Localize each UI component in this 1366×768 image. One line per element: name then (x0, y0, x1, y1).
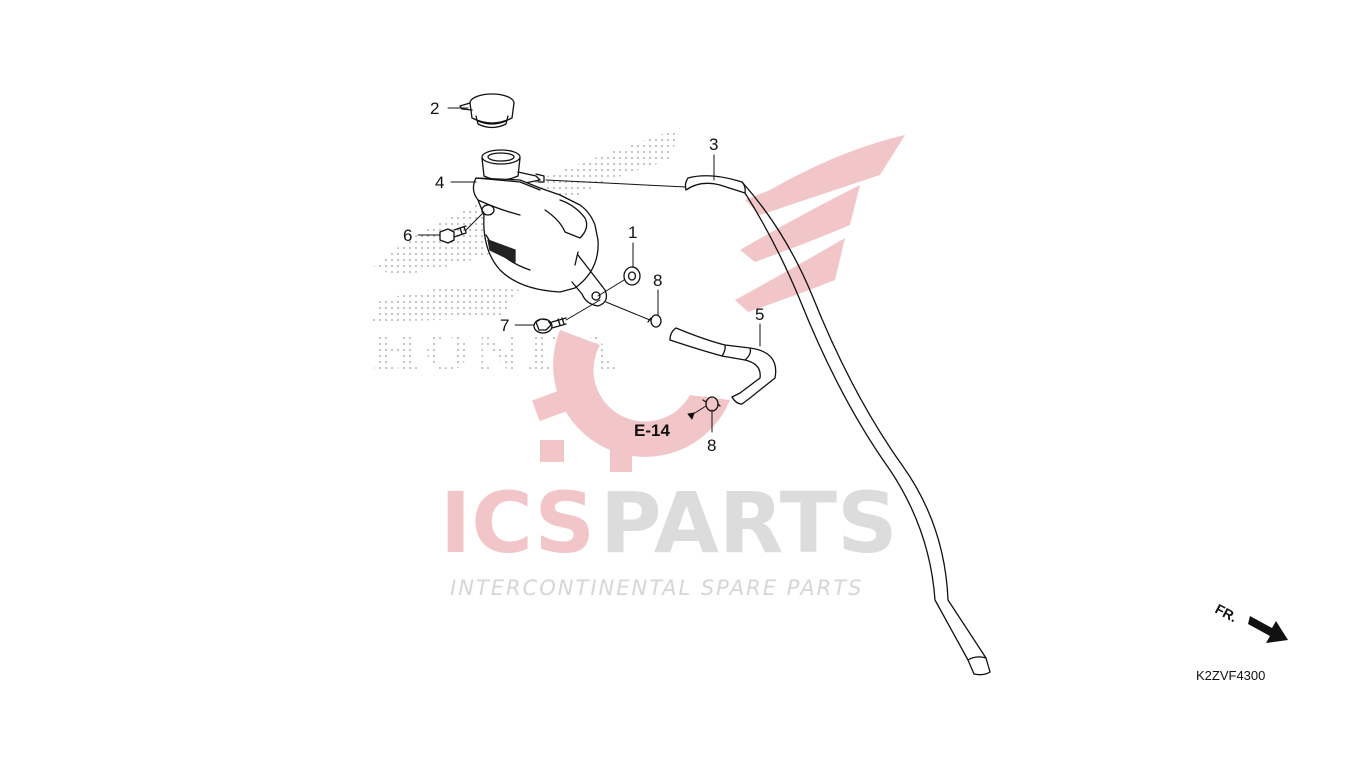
callout-numbers: 2 4 6 7 1 8 3 5 8 (403, 99, 764, 455)
breather-hose (669, 327, 777, 405)
collar-1 (623, 266, 641, 286)
parts-watermark: PARTS (600, 474, 898, 572)
reservoir-tank (472, 149, 608, 307)
callout-6: 6 (403, 226, 412, 245)
callout-8-upper: 8 (653, 271, 662, 290)
callout-1: 1 (628, 223, 637, 242)
leader-lines (417, 107, 761, 433)
callout-7: 7 (500, 316, 509, 335)
overflow-hose (684, 175, 991, 676)
callout-2: 2 (430, 99, 439, 118)
front-arrow-icon (1248, 616, 1288, 643)
bolt-6 (439, 225, 467, 244)
ics-gear-wing-watermark (532, 135, 905, 472)
watermark: HONDA ICS PARTS INTERCONTINENTAL SPARE P… (372, 128, 905, 600)
clip-8-upper (647, 314, 662, 328)
reservoir-cap (459, 93, 515, 129)
callout-8-lower: 8 (707, 436, 716, 455)
tagline-watermark: INTERCONTINENTAL SPARE PARTS (450, 576, 863, 600)
ics-watermark: ICS (440, 474, 595, 572)
front-label: FR. (1213, 601, 1240, 626)
bolt-7 (533, 317, 567, 334)
diagram-code: K2ZVF4300 (1196, 668, 1265, 683)
front-direction-indicator: FR. (1213, 601, 1288, 643)
callout-5: 5 (755, 305, 764, 324)
callout-3: 3 (709, 135, 718, 154)
reference-label: E-14 (634, 421, 670, 440)
callout-4: 4 (435, 173, 444, 192)
